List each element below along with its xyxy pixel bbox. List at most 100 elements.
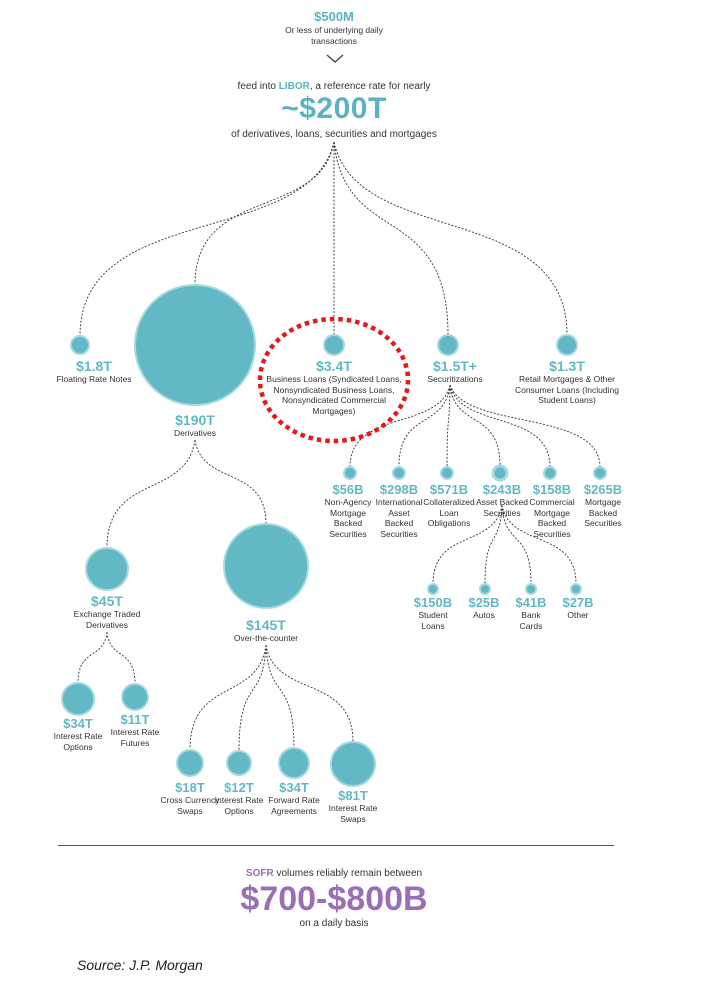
- ccs-bubble: [176, 749, 204, 777]
- node-label: Business Loans (Syndicated Loans,: [266, 374, 402, 384]
- node-label: Commercial: [529, 497, 575, 507]
- business-loans-bubble: [323, 334, 345, 356]
- node-label: Derivatives: [85, 619, 129, 630]
- bubbles: [61, 284, 607, 787]
- otc-iro-bubble: [226, 750, 252, 776]
- node-label: Cross Currency: [160, 795, 220, 805]
- connector-line: [449, 384, 501, 467]
- divider: [58, 845, 614, 846]
- node-label: Interest Rate: [53, 731, 103, 741]
- node-label: Backed: [384, 518, 414, 528]
- node-label: Backed: [588, 507, 618, 518]
- connector-line: [333, 141, 449, 336]
- node-label: Floating Rate Notes: [56, 374, 132, 384]
- cards-bubble: [525, 583, 537, 595]
- node-amount: $1.3T: [549, 358, 585, 374]
- node-amount: $158B: [532, 482, 572, 497]
- node-label: Other: [567, 610, 589, 620]
- node-label: Interest Rate: [328, 803, 378, 813]
- libor-label: LIBOR: [278, 81, 310, 92]
- connector-lines: [77, 141, 601, 752]
- clo-bubble: [440, 466, 454, 480]
- node-label: Consumer Loans (Including: [515, 384, 619, 395]
- node-amount: $27B: [562, 595, 594, 610]
- daily-description: Or less of underlying daily transactions: [285, 25, 383, 46]
- node-label: Mortgages): [312, 405, 356, 416]
- node-label: Mortgage: [534, 507, 570, 518]
- node-label: Mortgage: [330, 507, 366, 518]
- node-amount: $56B: [332, 482, 364, 497]
- connector-line: [446, 384, 451, 468]
- node-label: Bank: [521, 610, 541, 620]
- connector-line: [106, 631, 136, 685]
- node-amount: $1.8T: [76, 358, 112, 374]
- node-amount: $571B: [429, 482, 469, 497]
- cmbs-bubble: [543, 466, 557, 480]
- node-label: Options: [224, 805, 254, 816]
- irs-bubble: [330, 741, 376, 787]
- intl-abs-bubble: [392, 466, 406, 480]
- node-label: Interest Rate: [214, 795, 264, 805]
- daily-amount: $500M: [314, 9, 354, 24]
- feed-suffix: , a reference rate for nearly: [309, 81, 431, 92]
- node-label: Interest Rate: [110, 727, 160, 737]
- node-label: Cards: [519, 620, 543, 631]
- autos-bubble: [479, 583, 491, 595]
- retail-bubble: [556, 334, 578, 356]
- node-label: Futures: [120, 737, 150, 748]
- node-amount: $25B: [468, 595, 500, 610]
- node-amount: $41B: [515, 595, 547, 610]
- connector-line: [333, 141, 568, 336]
- connector-line: [265, 644, 295, 749]
- node-label: Securities: [380, 528, 418, 539]
- node-label: Nonsyndicated Commercial: [282, 395, 386, 405]
- daily-desc-line1: Or less of underlying daily: [285, 25, 383, 35]
- node-label: Obligations: [427, 518, 471, 528]
- connector-line: [106, 439, 196, 549]
- non-agency-bubble: [343, 466, 357, 480]
- node-label: Asset Backed: [476, 497, 528, 507]
- total-description: of derivatives, loans, securities and mo…: [231, 129, 437, 140]
- node-amount: $298B: [379, 482, 419, 497]
- node-amount: $150B: [413, 595, 453, 610]
- otc-bubble: [223, 523, 309, 609]
- node-label: Non-Agency: [324, 497, 372, 507]
- other-bubble: [570, 583, 582, 595]
- node-label: Securities: [329, 528, 367, 539]
- node-label: Securities: [584, 518, 622, 528]
- source-note: Source: J.P. Morgan: [77, 957, 203, 973]
- sofr-line: SOFR volumes reliably remain between: [246, 868, 422, 879]
- sofr-range: $700-$800B: [240, 880, 428, 918]
- node-label: Collateralized: [423, 497, 475, 507]
- node-label: Securities: [483, 507, 521, 518]
- node-label: Agreements: [271, 805, 317, 816]
- node-label: Exchange Traded: [73, 609, 141, 619]
- connector-line: [194, 439, 267, 525]
- total-amount: ~$200T: [281, 92, 387, 125]
- node-amount: $1.5T+: [433, 358, 477, 374]
- node-label: Options: [63, 741, 93, 752]
- node-amount: $34T: [63, 716, 93, 731]
- connector-line: [449, 384, 551, 468]
- connector-line: [194, 141, 335, 286]
- node-label: Securities: [533, 528, 571, 539]
- feed-line: feed into LIBOR, a reference rate for ne…: [238, 81, 431, 92]
- node-amount: $45T: [91, 593, 123, 609]
